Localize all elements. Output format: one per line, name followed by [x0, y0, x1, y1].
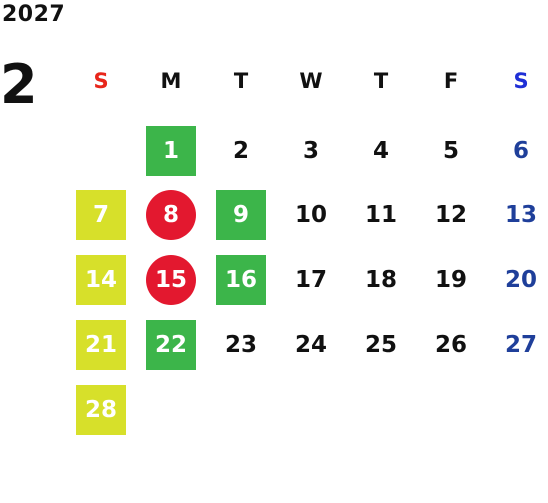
month-number: 2: [0, 53, 38, 116]
week-row: 1 2 3 4 5 6: [67, 126, 548, 176]
day-cell[interactable]: 18: [347, 255, 415, 305]
day-number: 11: [364, 202, 397, 228]
weekday-header-row: S M T W T F S: [67, 56, 548, 106]
day-cell[interactable]: 17: [277, 255, 345, 305]
weekday-header-wednesday: W: [299, 69, 323, 93]
day-number: 22: [154, 332, 187, 358]
day-number: 21: [84, 332, 117, 358]
day-number: 27: [504, 332, 537, 358]
day-cell[interactable]: 16: [207, 255, 275, 305]
day-number: 10: [294, 202, 327, 228]
weekday-header-thursday: T: [373, 69, 389, 93]
day-number: 18: [364, 267, 397, 293]
week-row: 21 22 23 24 25 26 27: [67, 320, 548, 370]
day-cell[interactable]: 4: [347, 126, 415, 176]
day-cell[interactable]: 12: [417, 190, 485, 240]
day-cell[interactable]: 1: [137, 126, 205, 176]
day-number: 4: [372, 138, 389, 164]
day-cell[interactable]: 20: [487, 255, 548, 305]
day-number: 3: [302, 138, 319, 164]
day-cell[interactable]: 7: [67, 190, 135, 240]
day-cell[interactable]: 26: [417, 320, 485, 370]
day-number: 28: [84, 397, 117, 423]
day-cell[interactable]: 24: [277, 320, 345, 370]
day-cell[interactable]: 9: [207, 190, 275, 240]
day-cell[interactable]: 8: [137, 190, 205, 240]
week-row: 28: [67, 385, 548, 435]
day-cell[interactable]: 13: [487, 190, 548, 240]
week-row: 14 15 16 17 18 19 20: [67, 255, 548, 305]
day-number: 13: [504, 202, 537, 228]
day-cell[interactable]: 10: [277, 190, 345, 240]
day-number: 15: [154, 267, 187, 293]
day-number: 20: [504, 267, 537, 293]
day-number: 19: [434, 267, 467, 293]
year-label: 2027: [2, 2, 66, 27]
weekday-header-saturday: S: [513, 69, 529, 93]
day-number: 9: [232, 202, 249, 228]
day-number: 8: [162, 202, 179, 228]
day-cell[interactable]: 21: [67, 320, 135, 370]
day-cell[interactable]: 25: [347, 320, 415, 370]
day-number: 17: [294, 267, 327, 293]
day-number: 24: [294, 332, 327, 358]
day-number: 25: [364, 332, 397, 358]
day-number: 14: [84, 267, 117, 293]
day-cell[interactable]: 3: [277, 126, 345, 176]
day-cell[interactable]: 22: [137, 320, 205, 370]
day-number: 26: [434, 332, 467, 358]
week-row: 7 8 9 10 11 12 13: [67, 190, 548, 240]
day-cell[interactable]: 14: [67, 255, 135, 305]
day-number: 16: [224, 267, 257, 293]
weekday-header-tuesday: T: [233, 69, 249, 93]
day-cell-empty: [67, 126, 135, 176]
weekday-header-sunday: S: [93, 69, 109, 93]
day-cell[interactable]: 2: [207, 126, 275, 176]
day-number: 1: [162, 138, 179, 164]
day-cell[interactable]: 15: [137, 255, 205, 305]
day-cell[interactable]: 11: [347, 190, 415, 240]
day-cell[interactable]: 6: [487, 126, 548, 176]
day-cell[interactable]: 28: [67, 385, 135, 435]
weekday-header-friday: F: [443, 69, 459, 93]
day-cell[interactable]: 27: [487, 320, 548, 370]
day-number: 6: [512, 138, 529, 164]
day-number: 5: [442, 138, 459, 164]
weekday-header-monday: M: [160, 69, 182, 93]
day-cell[interactable]: 23: [207, 320, 275, 370]
day-number: 7: [92, 202, 109, 228]
day-cell[interactable]: 5: [417, 126, 485, 176]
day-number: 23: [224, 332, 257, 358]
day-number: 12: [434, 202, 467, 228]
day-cell[interactable]: 19: [417, 255, 485, 305]
day-number: 2: [232, 138, 249, 164]
